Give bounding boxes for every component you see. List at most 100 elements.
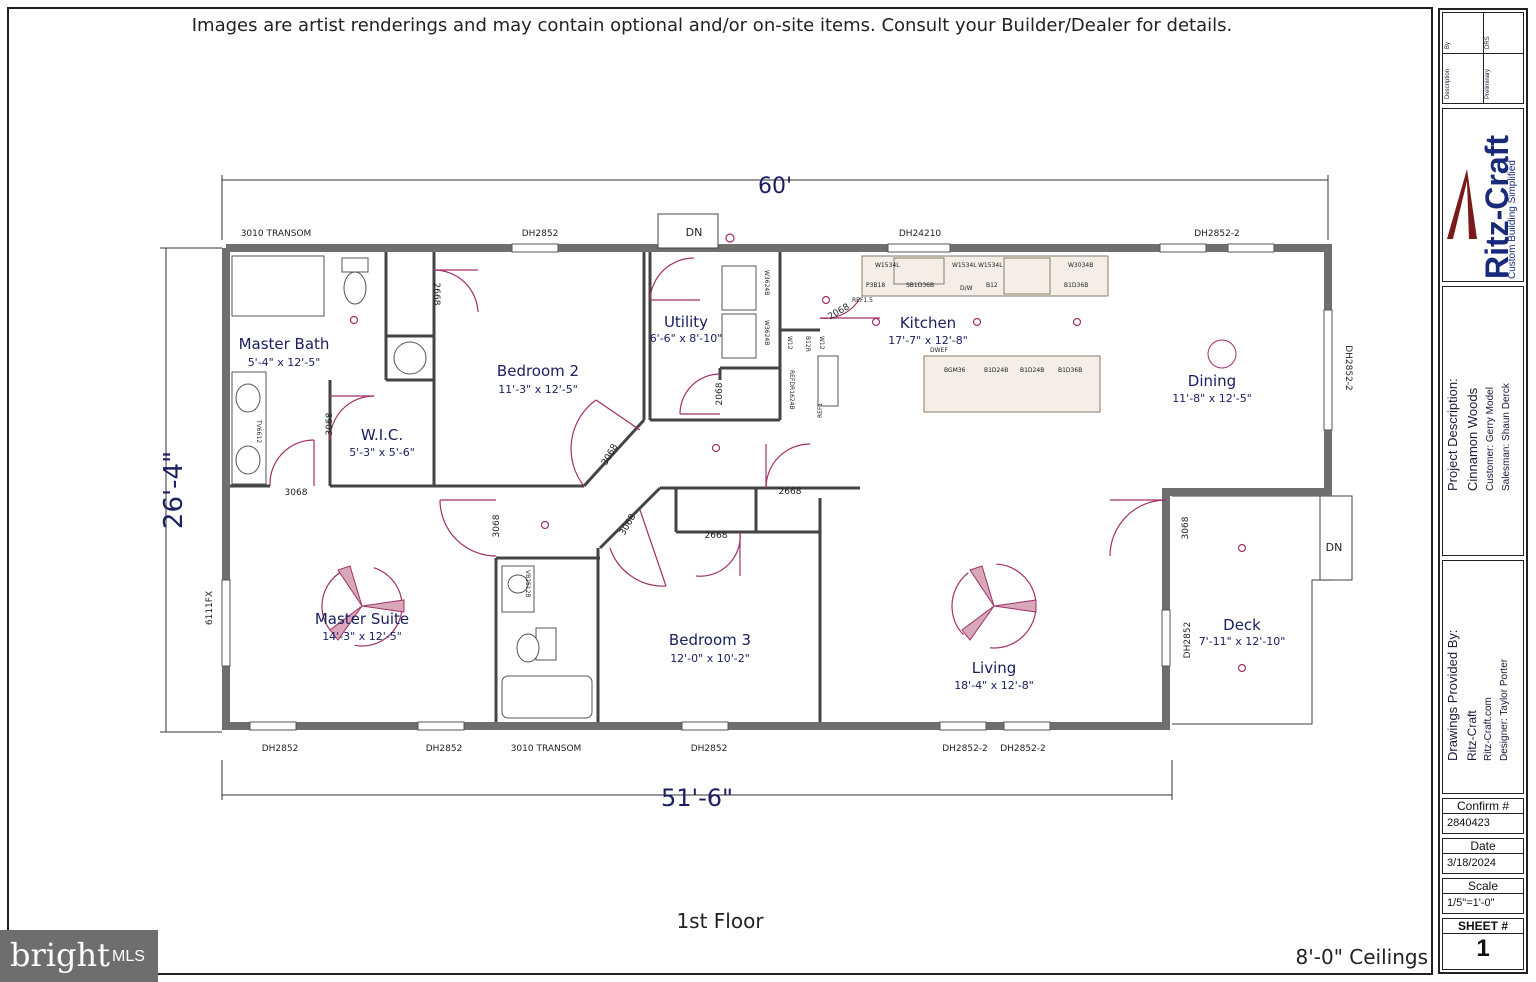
sheet-block: SHEET # 1 xyxy=(1442,918,1524,970)
sheet-value: 1 xyxy=(1476,935,1490,962)
project-name: Cinnamon Woods xyxy=(1465,387,1480,491)
room-master-suite: Master Suite xyxy=(315,610,409,628)
island-3: B1D24B xyxy=(1020,367,1044,374)
brand-block: Ritz-Craft Custom Building Simplified xyxy=(1442,108,1524,282)
roof-logo-icon xyxy=(1447,169,1477,239)
door-7: 2068 xyxy=(827,302,852,322)
win-left: 6111FX xyxy=(205,591,215,625)
win-top-3: DH24210 xyxy=(899,229,942,239)
sheet-label: SHEET # xyxy=(1443,919,1523,934)
room-master-bath-size: 5'-4" x 12'-5" xyxy=(248,356,321,369)
windows xyxy=(221,243,1333,731)
cab-base-4: B12 xyxy=(986,282,998,289)
room-living: Living xyxy=(972,659,1017,677)
rev-header-drs: DRS xyxy=(1485,36,1491,49)
brand-tagline: Custom Building Simplified xyxy=(1507,160,1518,279)
win-top-2: DH2852 xyxy=(522,229,559,239)
misc-3: B12R xyxy=(804,336,811,352)
vanity-label: TV6612 xyxy=(255,419,262,443)
misc-2: W12 xyxy=(786,336,793,350)
deck-stair xyxy=(1319,495,1353,581)
sink-1 xyxy=(235,383,261,413)
door-4: 3068 xyxy=(600,442,620,467)
rev-header-description: Description xyxy=(1445,68,1451,99)
fan-blades xyxy=(329,565,1037,641)
island xyxy=(923,355,1101,413)
misc-5: REF1 xyxy=(817,403,824,418)
tub xyxy=(501,675,593,719)
room-utility-size: 6'-6" x 8'-10" xyxy=(650,332,723,345)
drawings-block: Drawings Provided By: Ritz-Craft Ritz-Cr… xyxy=(1442,560,1524,794)
bright-mls-watermark: bright MLS xyxy=(0,930,158,982)
room-bedroom-2-size: 11'-3" x 12'-5" xyxy=(498,383,578,396)
win-top-4: DH2852-2 xyxy=(1194,229,1240,239)
fridge xyxy=(817,355,839,407)
project-customer: Customer: Gerry Model xyxy=(1485,387,1496,491)
room-dining: Dining xyxy=(1188,372,1236,390)
cab-top-2: W1534L xyxy=(952,262,977,269)
room-kitchen: Kitchen xyxy=(900,314,956,332)
project-block: Project Description: Cinnamon Woods Cust… xyxy=(1442,286,1524,556)
washer xyxy=(721,265,757,311)
room-living-size: 18'-4" x 12'-8" xyxy=(954,679,1034,692)
door-3: 3068 xyxy=(325,412,335,435)
confirm-value: 2840423 xyxy=(1447,817,1490,829)
room-wic-size: 5'-3" x 5'-6" xyxy=(349,446,415,459)
date-value: 3/18/2024 xyxy=(1447,857,1496,869)
util-cab-2: W3624B xyxy=(763,320,770,345)
island-2: B1D24B xyxy=(984,367,1008,374)
cab-base-2: SB1D36B xyxy=(906,282,934,289)
shower xyxy=(231,255,325,317)
door-swings xyxy=(269,257,1167,587)
floor-label: 1st Floor xyxy=(676,909,764,933)
door-2: 3068 xyxy=(285,488,308,498)
door-5: 3068 xyxy=(492,514,502,537)
water-heater xyxy=(393,341,427,375)
room-dining-size: 11'-8" x 12'-5" xyxy=(1172,392,1252,405)
win-bottom-4: DH2852 xyxy=(691,744,728,754)
door-10: 2668 xyxy=(779,487,802,497)
stair-dn-2: DN xyxy=(1326,541,1343,554)
island-label: DWEF xyxy=(930,347,948,354)
win-bottom-6: DH2852-2 xyxy=(1000,744,1046,754)
win-top-1: 3010 TRANSOM xyxy=(241,229,312,239)
scale-value: 1/5"=1'-0" xyxy=(1447,897,1495,909)
drawings-company: Ritz-Craft xyxy=(1465,710,1479,761)
island-1: BGM36 xyxy=(944,367,966,374)
room-bedroom-3-size: 12'-0" x 10'-2" xyxy=(670,652,750,665)
confirm-label: Confirm # xyxy=(1443,799,1523,814)
sheet-border xyxy=(7,7,1433,975)
room-bedroom-3: Bedroom 3 xyxy=(669,631,751,649)
dining-light xyxy=(1207,339,1237,369)
drawings-designer: Designer: Taylor Porter xyxy=(1499,658,1510,761)
room-deck: Deck xyxy=(1223,616,1261,634)
room-utility: Utility xyxy=(664,313,708,331)
toilet-bowl xyxy=(343,271,367,305)
door-9: 2668 xyxy=(705,531,728,541)
door-11: 3068 xyxy=(1181,516,1191,539)
room-labels: Master Bath 5'-4" x 12'-5" Bedroom 2 11'… xyxy=(239,313,1286,692)
utility-stair xyxy=(657,213,719,249)
stair-dn-1: DN xyxy=(686,226,703,239)
drawings-web: Ritz-Craft.com xyxy=(1483,697,1494,761)
misc-6: REFDR1624B xyxy=(788,370,795,410)
fixtures xyxy=(231,255,839,719)
date-block: Date 3/18/2024 xyxy=(1442,838,1524,874)
kitchen-cabinets xyxy=(861,255,1109,413)
misc-1: REF1.5 xyxy=(852,297,873,304)
door-1: 2668 xyxy=(431,283,441,306)
room-wic: W.I.C. xyxy=(361,426,403,444)
ceilings-label: 8'-0" Ceilings xyxy=(1296,945,1428,969)
misc-4: W12 xyxy=(818,336,825,350)
interior-walls xyxy=(230,252,860,722)
dim-side: 26'-4" xyxy=(159,451,189,529)
rev-header-preliminary: Preliminary xyxy=(1485,68,1491,99)
win-bottom-5: DH2852-2 xyxy=(942,744,988,754)
cab-base-3: D/W xyxy=(960,285,973,292)
project-salesman: Salesman: Shaun Derck xyxy=(1501,383,1512,491)
sink-2 xyxy=(235,445,261,475)
watermark-suffix: MLS xyxy=(112,948,145,965)
win-bottom-3: 3010 TRANSOM xyxy=(511,744,582,754)
win-bottom-1: DH2852 xyxy=(262,744,299,754)
cab-top-4: W3034B xyxy=(1068,262,1093,269)
